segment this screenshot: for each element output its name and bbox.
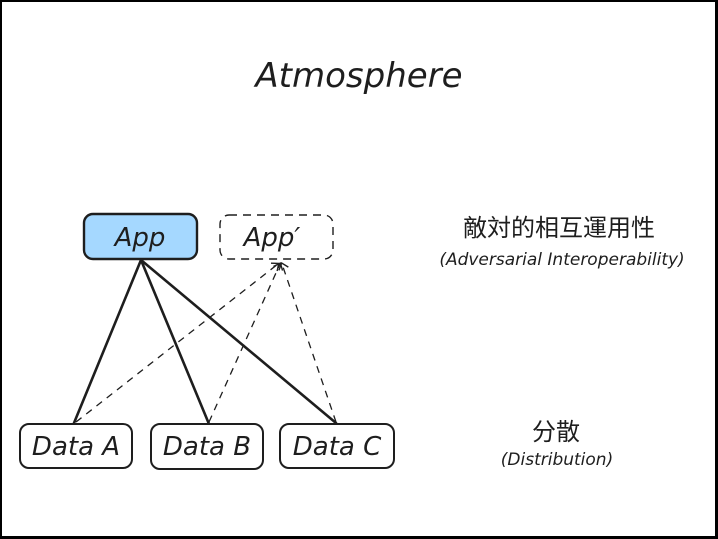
annotation-distribution: 分散 (Distribution) bbox=[501, 418, 613, 470]
node-data-b-label: Data B bbox=[163, 432, 251, 462]
node-app[interactable]: App bbox=[82, 212, 199, 261]
annotation-adversarial-interoperability: 敵対的相互運用性 (Adversarial Interoperability) bbox=[439, 214, 684, 270]
dashed-edges bbox=[75, 262, 337, 423]
node-data-c-label: Data C bbox=[293, 432, 382, 462]
solid-edges bbox=[72, 258, 338, 426]
edge-app-data-c bbox=[139, 258, 338, 425]
diagram-title: Atmosphere bbox=[253, 56, 462, 96]
node-app-prime-label: App′ bbox=[242, 223, 301, 253]
edge-data-a-app-prime bbox=[75, 262, 280, 423]
node-app-label: App bbox=[113, 223, 166, 253]
node-data-b[interactable]: Data B bbox=[150, 423, 264, 470]
edge-app-data-a bbox=[72, 258, 143, 425]
node-data-a[interactable]: Data A bbox=[19, 423, 133, 469]
edge-data-c-app-prime bbox=[278, 262, 337, 423]
annotation-bottom-english: (Distribution) bbox=[501, 450, 613, 470]
node-app-prime[interactable]: App′ bbox=[219, 214, 334, 260]
node-data-c[interactable]: Data C bbox=[279, 423, 395, 469]
edge-app-data-b bbox=[139, 258, 211, 426]
node-data-a-label: Data A bbox=[32, 432, 120, 462]
edge-data-b-app-prime bbox=[208, 262, 284, 423]
annotation-bottom-japanese: 分散 bbox=[532, 418, 580, 446]
annotation-top-english: (Adversarial Interoperability) bbox=[439, 250, 684, 270]
annotation-top-japanese: 敵対的相互運用性 bbox=[463, 214, 655, 242]
